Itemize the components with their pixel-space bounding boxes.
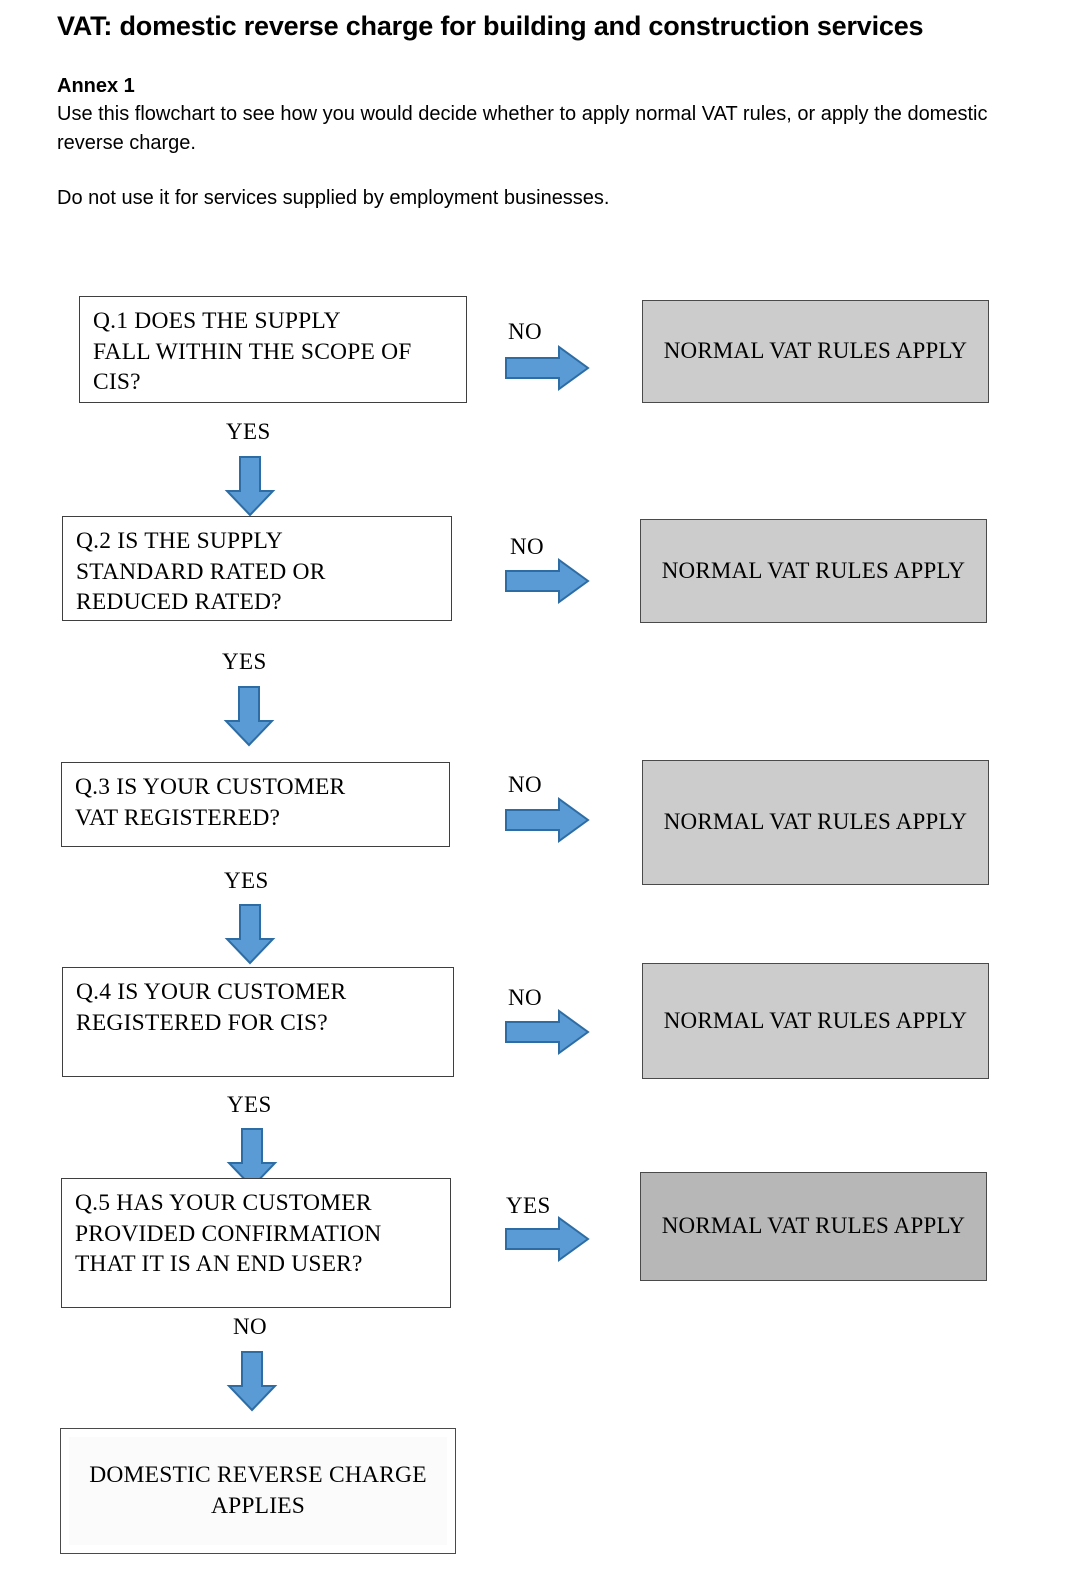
branch-label-q4-no: NO [508,985,543,1010]
decision-q1-line2: FALL WITHIN THE SCOPE OF [93,338,412,365]
decision-q3-line2: VAT REGISTERED? [75,804,281,831]
intro-paragraph-2: Do not use it for services supplied by e… [57,187,610,210]
decision-box-q2: Q.2 IS THE SUPPLY STANDARD RATED OR REDU… [62,516,452,621]
arrow-right-q1-no [504,345,590,391]
outcome-2-text: NORMAL VAT RULES APPLY [661,557,966,583]
decision-q2-line1: Q.2 IS THE SUPPLY [76,528,283,554]
outcome-box-5: NORMAL VAT RULES APPLY [640,1172,987,1281]
decision-box-q4: Q.4 IS YOUR CUSTOMER REGISTERED FOR CIS? [62,967,454,1077]
decision-box-q3: Q.3 IS YOUR CUSTOMER VAT REGISTERED? [61,762,450,847]
outcome-box-2: NORMAL VAT RULES APPLY [640,519,987,623]
decision-q5-line2: PROVIDED CONFIRMATION [75,1220,382,1247]
terminal-box-domestic-reverse-charge: DOMESTIC REVERSE CHARGE APPLIES [60,1428,456,1554]
branch-label-q1-yes: YES [226,419,271,444]
arrow-right-q3-no [504,797,590,843]
arrow-right-q5-yes [504,1216,590,1262]
document-header: VAT: domestic reverse charge for buildin… [57,10,1017,213]
outcome-4-text: NORMAL VAT RULES APPLY [663,1007,968,1033]
arrow-down-q5-no [226,1350,278,1412]
terminal-box-text: DOMESTIC REVERSE CHARGE APPLIES [89,1461,427,1519]
arrow-down-q2-yes [223,685,275,747]
decision-q3-line1: Q.3 IS YOUR CUSTOMER [75,774,346,800]
branch-label-q1-no: NO [508,319,543,344]
outcome-3-text: NORMAL VAT RULES APPLY [663,809,968,835]
arrow-right-q4-no [504,1009,590,1055]
outcome-box-4: NORMAL VAT RULES APPLY [642,963,989,1079]
arrow-down-q3-yes [224,903,276,965]
arrow-right-q2-no [504,558,590,604]
decision-q4-line1: Q.4 IS YOUR CUSTOMER [76,979,347,1005]
arrow-down-q1-yes [224,455,276,517]
branch-label-q4-yes: YES [227,1092,272,1117]
decision-q4-line2: REGISTERED FOR CIS? [76,1009,328,1036]
branch-label-q3-no: NO [508,772,543,797]
decision-q1-line3: CIS? [93,369,141,396]
arrow-down-q4-yes [226,1127,278,1189]
outcome-1-text: NORMAL VAT RULES APPLY [663,338,968,364]
page-title: VAT: domestic reverse charge for buildin… [57,11,924,41]
outcome-box-3: NORMAL VAT RULES APPLY [642,760,989,885]
decision-box-q5: Q.5 HAS YOUR CUSTOMER PROVIDED CONFIRMAT… [61,1178,451,1308]
intro-paragraph-1: Use this flowchart to see how you would … [57,103,988,154]
branch-label-q2-no: NO [510,534,545,559]
outcome-box-1: NORMAL VAT RULES APPLY [642,300,989,403]
branch-label-q5-yes: YES [506,1193,551,1218]
outcome-5-text: NORMAL VAT RULES APPLY [661,1213,966,1239]
decision-q2-line3: REDUCED RATED? [76,589,282,616]
decision-q1-line1: Q.1 DOES THE SUPPLY [93,308,341,334]
decision-q5-line1: Q.5 HAS YOUR CUSTOMER [75,1190,372,1216]
decision-box-q1: Q.1 DOES THE SUPPLY FALL WITHIN THE SCOP… [79,296,467,403]
decision-q2-line2: STANDARD RATED OR [76,558,326,585]
annex-label: Annex 1 [57,75,135,98]
decision-q5-line3: THAT IT IS AN END USER? [75,1251,363,1278]
branch-label-q2-yes: YES [222,649,267,674]
branch-label-q5-no: NO [233,1314,268,1339]
branch-label-q3-yes: YES [224,868,269,893]
